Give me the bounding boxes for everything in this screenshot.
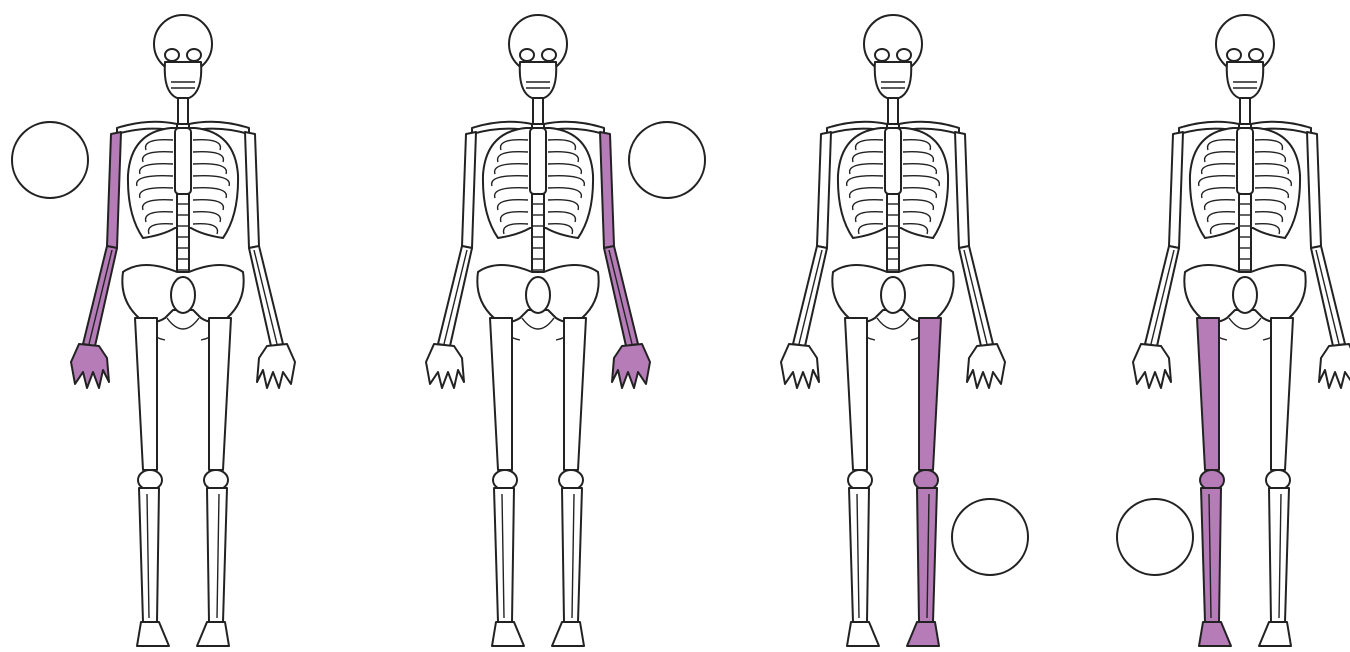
spine [532, 194, 544, 276]
femur-right [135, 318, 157, 470]
neck [178, 98, 188, 124]
forearm-right [83, 246, 117, 346]
answer-circle-4 [1117, 499, 1193, 575]
jaw [165, 62, 202, 98]
hand-left [967, 344, 1005, 388]
sacrum [881, 277, 905, 313]
humerus-right [817, 132, 831, 248]
forearm-split-right [89, 250, 112, 344]
hand-right [1133, 344, 1171, 388]
eye-socket-left [520, 49, 534, 61]
jaw [875, 62, 912, 98]
femur-right [490, 318, 512, 470]
femur-right [1197, 318, 1219, 470]
humerus-right [462, 132, 476, 248]
sternum [175, 128, 191, 194]
forearm-left [1311, 246, 1345, 346]
forearm-split-left [609, 250, 632, 344]
humerus-right [1169, 132, 1183, 248]
forearm-split-left [1316, 250, 1339, 344]
forearm-split-left [964, 250, 987, 344]
humerus-left [245, 132, 259, 248]
femur-right [845, 318, 867, 470]
humerus-left [1307, 132, 1321, 248]
hand-left [1319, 344, 1350, 388]
forearm-left [959, 246, 993, 346]
humerus-left [955, 132, 969, 248]
femur-left [919, 318, 941, 470]
eye-socket-left [165, 49, 179, 61]
eye-socket-left [875, 49, 889, 61]
hand-right [426, 344, 464, 388]
eye-socket-right [1249, 49, 1263, 61]
humerus-left [600, 132, 614, 248]
skeleton-figure-1 [71, 15, 295, 646]
femur-left [1271, 318, 1293, 470]
foot-left [907, 622, 939, 646]
forearm-right [438, 246, 472, 346]
hand-left [612, 344, 650, 388]
forearm-split-right [1151, 250, 1174, 344]
foot-right [847, 622, 879, 646]
foot-left [197, 622, 229, 646]
answer-circle-2 [629, 122, 705, 198]
sacrum [1233, 277, 1257, 313]
forearm-left [249, 246, 283, 346]
sternum [885, 128, 901, 194]
neck [533, 98, 543, 124]
skeleton-figure-2 [426, 15, 650, 646]
femur-left [564, 318, 586, 470]
spine [887, 194, 899, 276]
forearm-left [604, 246, 638, 346]
jaw [1227, 62, 1264, 98]
forearm-split-left [254, 250, 277, 344]
eye-socket-left [1227, 49, 1241, 61]
eye-socket-right [897, 49, 911, 61]
answer-circle-1 [12, 122, 88, 198]
femur-left [209, 318, 231, 470]
eye-socket-right [187, 49, 201, 61]
spine [177, 194, 189, 276]
forearm-split-right [799, 250, 822, 344]
sternum [1237, 128, 1253, 194]
foot-right [137, 622, 169, 646]
eye-socket-right [542, 49, 556, 61]
hand-right [71, 344, 109, 388]
humerus-right [107, 132, 121, 248]
neck [888, 98, 898, 124]
sacrum [526, 277, 550, 313]
neck [1240, 98, 1250, 124]
sacrum [171, 277, 195, 313]
jaw [520, 62, 557, 98]
foot-left [552, 622, 584, 646]
answer-circle-3 [952, 499, 1028, 575]
foot-right [1199, 622, 1231, 646]
foot-right [492, 622, 524, 646]
forearm-right [1145, 246, 1179, 346]
hand-right [781, 344, 819, 388]
forearm-right [793, 246, 827, 346]
sternum [530, 128, 546, 194]
hand-left [257, 344, 295, 388]
forearm-split-right [444, 250, 467, 344]
foot-left [1259, 622, 1291, 646]
spine [1239, 194, 1251, 276]
